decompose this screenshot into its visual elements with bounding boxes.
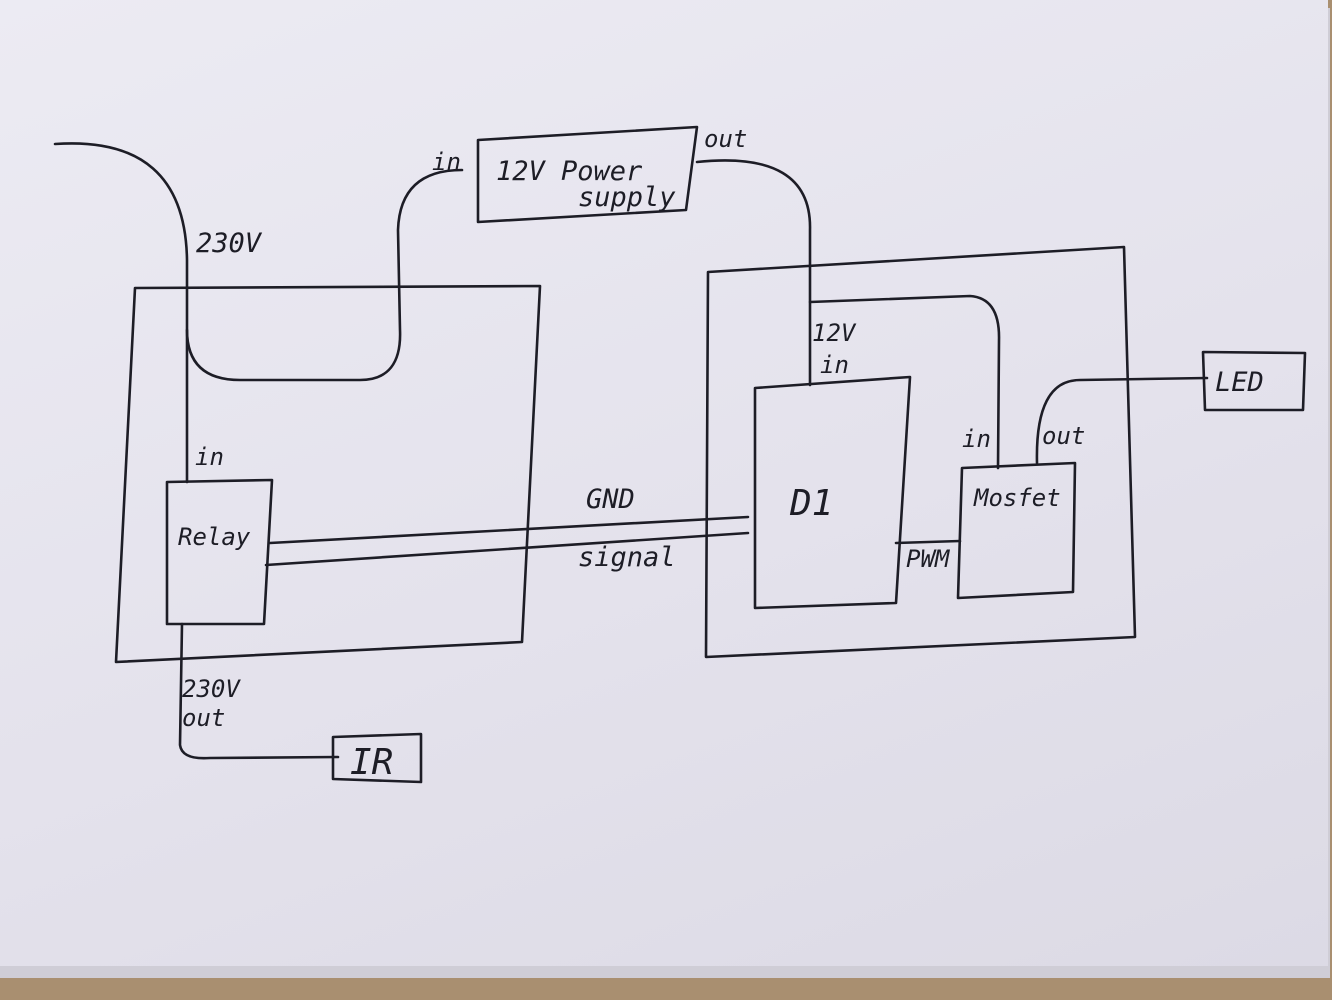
relay-name: Relay	[178, 523, 251, 551]
relay-out-label-line1: 230V	[182, 675, 241, 703]
pwm-label: PWM	[906, 545, 951, 573]
relay-in-label: in	[195, 443, 224, 471]
mosfet-out-label: out	[1042, 422, 1085, 450]
left-enclosure	[114, 284, 542, 664]
relay-box	[165, 478, 274, 626]
gnd-wire	[268, 515, 750, 545]
signal-label: signal	[578, 542, 676, 573]
mosfet-out-wire	[1035, 376, 1209, 465]
ir-box	[331, 732, 423, 784]
mosfet-box	[956, 461, 1077, 600]
ir-name: IR	[350, 742, 393, 783]
mosfet-name: Mosfet	[973, 484, 1061, 512]
mosfet-in-label: in	[962, 425, 991, 453]
relay-out-label-line2: out	[182, 704, 225, 732]
d1-in-label-line2: in	[820, 351, 849, 379]
gnd-label: GND	[586, 484, 635, 515]
psu-in-label: in	[432, 148, 461, 176]
paper-sheet	[0, 0, 1328, 966]
led-name: LED	[1215, 367, 1264, 398]
psu-to-mosfet-wire	[808, 294, 1001, 470]
right-enclosure	[704, 245, 1137, 659]
d1-box	[753, 375, 912, 610]
relay-out-wire	[178, 622, 340, 760]
mains-to-psu-wire	[185, 168, 464, 382]
signal-wire	[264, 531, 750, 567]
d1-in-label-line1: 12V	[812, 319, 857, 347]
psu-name-line1: 12V Power	[496, 156, 643, 187]
psu-out-wire	[695, 159, 812, 387]
psu-name-line2: supply	[578, 182, 676, 213]
d1-name: D1	[789, 483, 833, 524]
mains-voltage-label: 230V	[196, 228, 263, 259]
psu-box	[476, 125, 699, 224]
led-box	[1201, 350, 1307, 412]
mains-cable	[53, 142, 189, 484]
pwm-wire	[894, 539, 962, 545]
psu-out-label: out	[704, 125, 747, 153]
